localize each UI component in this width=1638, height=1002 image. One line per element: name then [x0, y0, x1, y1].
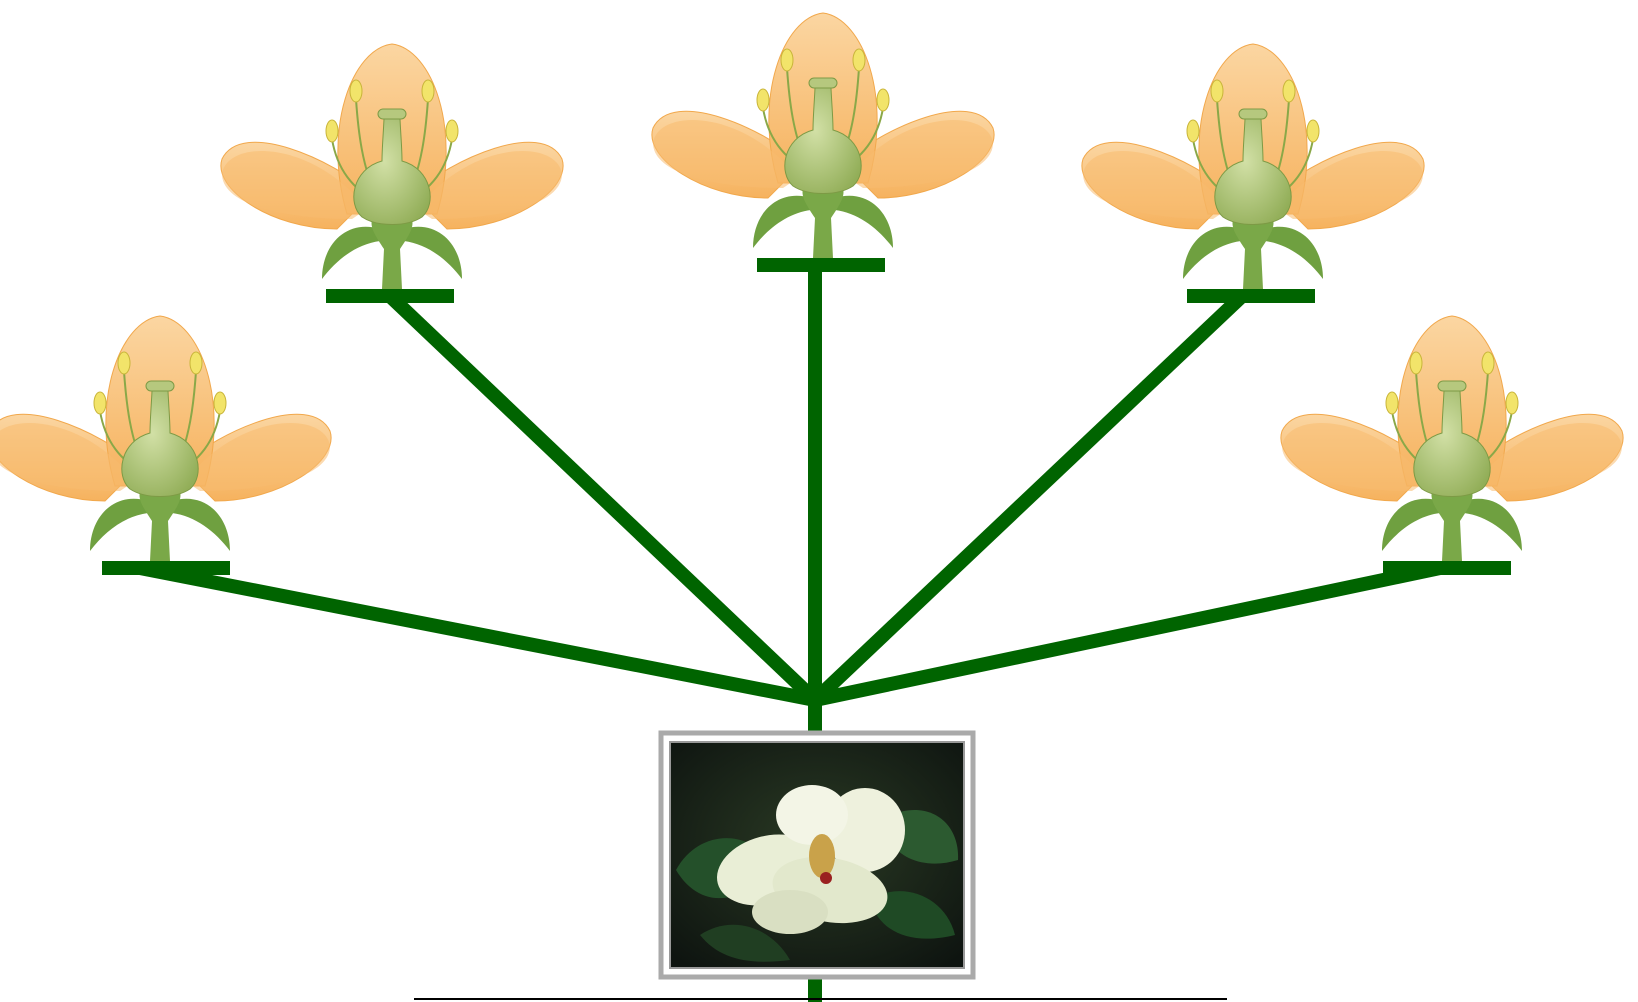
flower-diagram-icon	[1279, 315, 1625, 562]
tip-bar-3	[757, 258, 885, 272]
flower-diagram-icon	[650, 12, 996, 259]
flower-diagram-icon	[0, 315, 333, 562]
branch-tips	[102, 258, 1511, 575]
magnolia-flower-photo	[658, 730, 976, 980]
flower-diagram-icon	[219, 43, 565, 290]
tree-branches	[138, 265, 1442, 1002]
flower-diagram-icon	[1080, 43, 1426, 290]
tip-bar-5	[1383, 561, 1511, 575]
branch-2	[387, 292, 820, 706]
branch-4	[810, 292, 1245, 706]
tip-bar-1	[102, 561, 230, 575]
tip-bar-2	[326, 289, 454, 303]
tip-bar-4	[1187, 289, 1315, 303]
branch-5	[813, 561, 1442, 707]
branch-1	[138, 561, 817, 707]
